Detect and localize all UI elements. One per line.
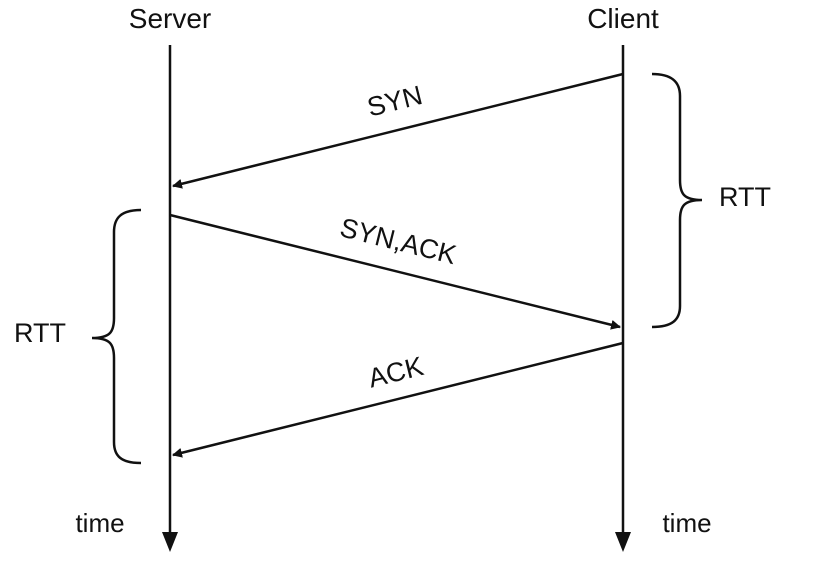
client-rtt-label: RTT bbox=[719, 182, 771, 212]
client-label: Client bbox=[587, 3, 659, 34]
syn-arrow bbox=[172, 72, 624, 189]
client-time-label: time bbox=[662, 508, 711, 538]
server-rtt-brace bbox=[91, 208, 142, 465]
ack-arrow bbox=[172, 341, 624, 458]
server-label: Server bbox=[129, 3, 211, 34]
ack-label: ACK bbox=[365, 351, 426, 394]
server-lifeline-arrowhead bbox=[162, 532, 178, 552]
server-time-label: time bbox=[75, 508, 124, 538]
server-rtt-label: RTT bbox=[14, 318, 66, 348]
client-lifeline-arrowhead bbox=[615, 532, 631, 552]
syn-ack-arrow bbox=[169, 213, 621, 330]
syn-label: SYN bbox=[364, 80, 425, 123]
client-rtt-brace bbox=[651, 72, 703, 329]
